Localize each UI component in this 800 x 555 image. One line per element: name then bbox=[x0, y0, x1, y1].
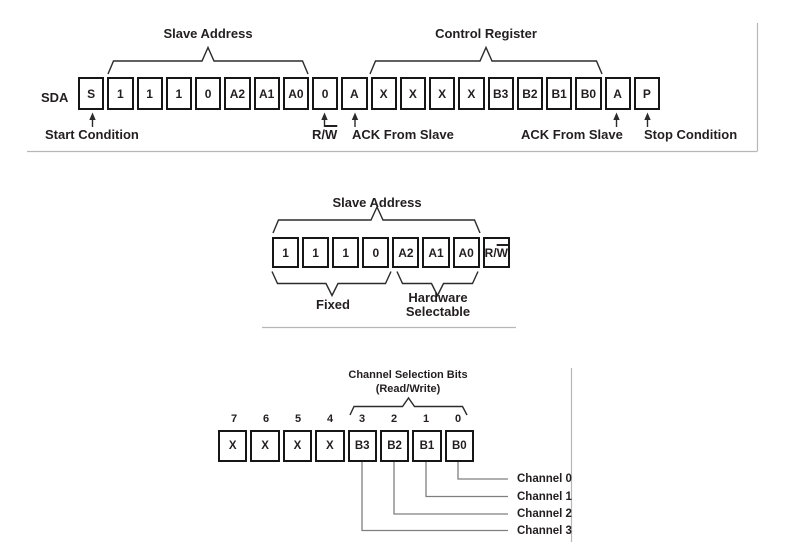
start-condition-label: Start Condition bbox=[45, 127, 139, 142]
bit-box: 1 bbox=[272, 237, 300, 268]
fixed-brace bbox=[271, 271, 392, 298]
rw-overline: W bbox=[496, 245, 508, 260]
bit-box: X bbox=[315, 430, 345, 462]
bit-number: 7 bbox=[230, 413, 238, 425]
bit-number: 0 bbox=[454, 413, 462, 425]
channel-connector-lines bbox=[361, 462, 508, 532]
bit-box: B0 bbox=[575, 77, 602, 110]
rw-prefix: R/ bbox=[312, 127, 325, 142]
bit-number: 6 bbox=[262, 413, 270, 425]
channel0-label: Channel 0 bbox=[517, 473, 572, 485]
control-register-brace bbox=[369, 45, 603, 75]
d3-bit-row: X X X X B3 B2 B1 B0 bbox=[218, 430, 474, 462]
control-register-title: Control Register bbox=[435, 26, 537, 41]
channel2-line bbox=[393, 462, 508, 515]
bit-number: 2 bbox=[390, 413, 398, 425]
bit-box: S bbox=[78, 77, 105, 110]
bit-box: B2 bbox=[379, 430, 410, 462]
bit-box: X bbox=[399, 77, 426, 110]
rw-prefix: R/ bbox=[484, 245, 497, 260]
bit-box: X bbox=[429, 77, 456, 110]
slave-address-title: Slave Address bbox=[163, 26, 253, 41]
bit-box: B3 bbox=[347, 430, 377, 462]
ack-from-slave-label-1: ACK From Slave bbox=[352, 127, 454, 142]
bit-box: 1 bbox=[136, 77, 163, 110]
bit-box: A0 bbox=[282, 77, 309, 110]
hardware-line2: Selectable bbox=[405, 304, 471, 319]
channel1-label: Channel 1 bbox=[517, 491, 572, 503]
channel3-line bbox=[361, 462, 508, 532]
read-write-subtitle: (Read/Write) bbox=[375, 383, 441, 395]
bit-box: B1 bbox=[412, 430, 442, 462]
d3-bit-number-row: 7 6 5 4 3 2 1 0 bbox=[218, 413, 474, 425]
bit-box: A1 bbox=[422, 237, 450, 268]
bit-box: X bbox=[458, 77, 485, 110]
bit-box: B2 bbox=[516, 77, 543, 110]
ack-from-slave-label-2: ACK From Slave bbox=[521, 127, 623, 142]
channel-bits-brace bbox=[349, 396, 468, 416]
rw-overline: W bbox=[325, 127, 338, 142]
bit-box: A2 bbox=[224, 77, 251, 110]
bit-number: 1 bbox=[422, 413, 430, 425]
bit-box: B1 bbox=[546, 77, 573, 110]
bit-box: 0 bbox=[312, 77, 339, 110]
bit-number: 5 bbox=[294, 413, 302, 425]
ack2-arrow bbox=[613, 112, 620, 127]
channel2-label: Channel 2 bbox=[517, 508, 572, 520]
hardware-selectable-brace bbox=[396, 271, 479, 298]
slave-address-brace bbox=[107, 45, 309, 75]
sda-signal-label: SDA bbox=[41, 90, 69, 105]
bit-box: X bbox=[250, 430, 280, 462]
stop-condition-label: Stop Condition bbox=[644, 127, 738, 142]
rw-label: R/W bbox=[312, 128, 337, 142]
bit-box: 0 bbox=[362, 237, 390, 268]
bit-box: A0 bbox=[452, 237, 480, 268]
bit-box: X bbox=[218, 430, 248, 462]
bit-box: 0 bbox=[195, 77, 222, 110]
fixed-label: Fixed bbox=[316, 297, 350, 312]
channel1-line bbox=[425, 462, 508, 498]
bit-box: A2 bbox=[392, 237, 420, 268]
channel-selection-bits-title: Channel Selection Bits bbox=[348, 369, 468, 381]
bit-box: B0 bbox=[444, 430, 474, 462]
bit-box: A1 bbox=[253, 77, 280, 110]
hardware-line1: Hardware bbox=[408, 290, 468, 305]
channel0-line bbox=[457, 462, 508, 480]
stop-condition-arrow bbox=[644, 112, 651, 127]
bit-box: X bbox=[370, 77, 397, 110]
bit-number: 4 bbox=[326, 413, 334, 425]
d1-bit-row: S 1 1 1 0 A2 A1 A0 0 A X X X X B3 B2 B1 … bbox=[78, 77, 660, 110]
rw-bit-box: R/W bbox=[482, 237, 510, 268]
bit-box: 1 bbox=[332, 237, 360, 268]
bit-box: A bbox=[341, 77, 368, 110]
bit-box: 1 bbox=[302, 237, 330, 268]
d2-bit-row: 1 1 1 0 A2 A1 A0 R/W bbox=[272, 237, 510, 268]
bit-box: 1 bbox=[107, 77, 134, 110]
rw-arrow bbox=[321, 112, 328, 127]
bit-box: A bbox=[604, 77, 631, 110]
bit-box: 1 bbox=[165, 77, 192, 110]
bit-box: X bbox=[282, 430, 313, 462]
d2-slave-address-title: Slave Address bbox=[332, 195, 422, 210]
bit-number: 3 bbox=[358, 413, 366, 425]
bit-box: B3 bbox=[487, 77, 514, 110]
start-condition-arrow bbox=[89, 112, 96, 127]
ack1-arrow bbox=[351, 112, 359, 127]
bit-box: P bbox=[633, 77, 660, 110]
d2-slave-address-brace bbox=[272, 205, 481, 234]
channel3-label: Channel 3 bbox=[517, 525, 572, 537]
